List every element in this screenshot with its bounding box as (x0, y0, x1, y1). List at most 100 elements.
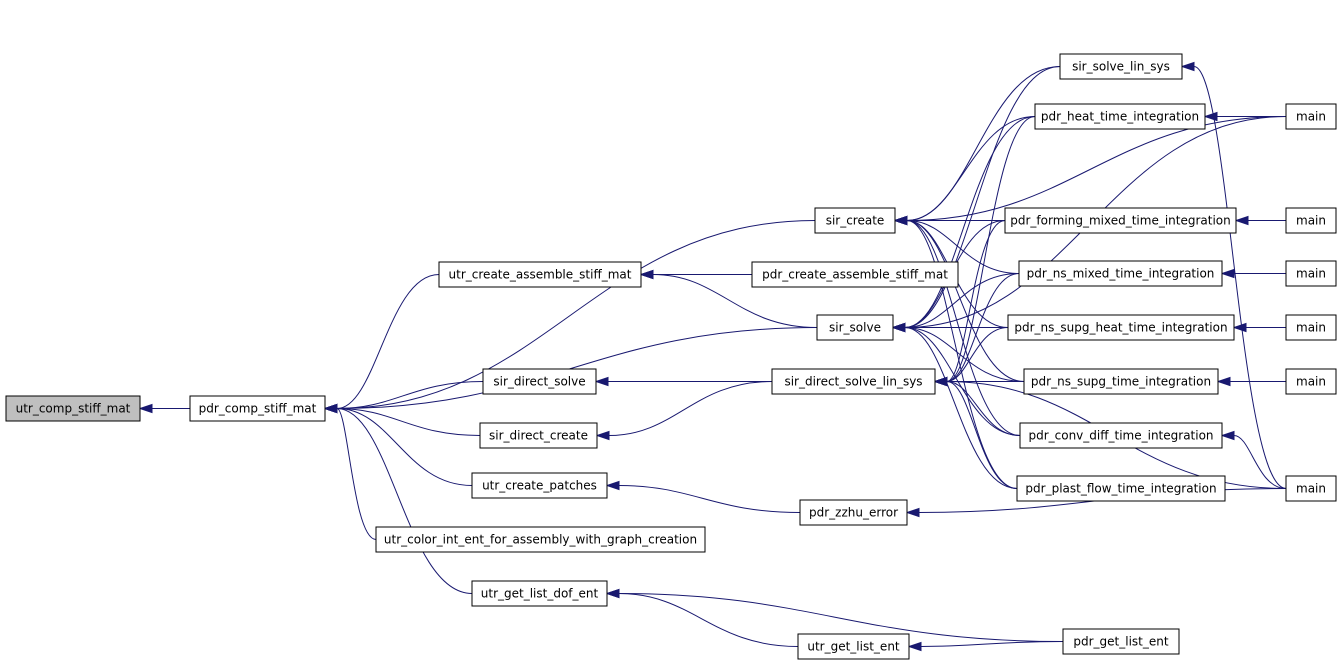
edge-utr_create_assemble_stiff_mat-to-pdr_comp_stiff_mat (323, 274, 440, 414)
edge-main_6-to-pdr_conv_diff_time_integration (1220, 430, 1287, 489)
edge-arrowhead (893, 215, 908, 226)
node-pdr_ns_mixed_time_integration[interactable]: pdr_ns_mixed_time_integration (1018, 260, 1223, 287)
node-label: pdr_zzhu_error (809, 506, 898, 520)
edge-sir_solve_lin_sys-to-sir_create (893, 66, 1061, 226)
node-main_3[interactable]: main (1285, 260, 1337, 287)
node-box (479, 422, 598, 449)
node-label: utr_get_list_dof_ent (481, 587, 599, 601)
node-label: main (1296, 110, 1326, 124)
edge-line (652, 274, 818, 328)
node-pdr_zzhu_error[interactable]: pdr_zzhu_error (799, 499, 908, 526)
node-box (799, 499, 908, 526)
node-sir_create[interactable]: sir_create (814, 207, 896, 234)
node-pdr_conv_diff_time_integration[interactable]: pdr_conv_diff_time_integration (1019, 422, 1223, 449)
node-utr_color_int_ent_for_assembly_with_graph_creation[interactable]: utr_color_int_ent_for_assembly_with_grap… (375, 526, 706, 553)
node-main_5[interactable]: main (1285, 368, 1337, 395)
node-main_1[interactable]: main (1285, 103, 1337, 130)
node-label: main (1296, 375, 1326, 389)
node-main_6[interactable]: main (1285, 475, 1337, 502)
edge-line (618, 485, 801, 513)
node-label: sir_direct_solve_lin_sys (784, 375, 922, 389)
edge-pdr_plast_flow_time_integration-to-sir_solve (891, 322, 1018, 489)
edge-line (946, 116, 1036, 382)
edges-layer (138, 61, 1287, 652)
node-utr_get_list_dof_ent[interactable]: utr_get_list_dof_ent (471, 580, 608, 607)
node-sir_direct_solve_lin_sys[interactable]: sir_direct_solve_lin_sys (771, 368, 936, 395)
edge-arrowhead (1232, 322, 1247, 333)
node-box (1285, 475, 1337, 502)
node-label: pdr_forming_mixed_time_integration (1010, 214, 1231, 228)
node-pdr_heat_time_integration[interactable]: pdr_heat_time_integration (1034, 103, 1206, 130)
node-sir_solve_lin_sys[interactable]: sir_solve_lin_sys (1059, 53, 1183, 80)
edge-line (336, 381, 484, 409)
node-pdr_comp_stiff_mat[interactable]: pdr_comp_stiff_mat (189, 395, 326, 422)
node-box (471, 472, 608, 499)
node-sir_solve[interactable]: sir_solve (816, 314, 894, 341)
node-box (1019, 422, 1223, 449)
node-pdr_ns_supg_heat_time_integration[interactable]: pdr_ns_supg_heat_time_integration (1007, 314, 1235, 341)
node-box (471, 580, 608, 607)
node-box (189, 395, 326, 422)
node-label: utr_comp_stiff_mat (16, 402, 131, 416)
edge-pdr_comp_stiff_mat-to-utr_comp_stiff_mat (138, 403, 190, 414)
node-box (1285, 368, 1337, 395)
edge-arrowhead (605, 480, 620, 491)
edge-line (336, 408, 473, 486)
node-label: sir_solve_lin_sys (1072, 60, 1170, 74)
edge-line (946, 381, 1018, 489)
node-utr_comp_stiff_mat[interactable]: utr_comp_stiff_mat (5, 395, 141, 422)
edge-sir_direct_solve_lin_sys-to-sir_direct_create (595, 381, 773, 441)
edge-arrowhead (1203, 111, 1218, 122)
node-box (1016, 475, 1226, 502)
node-box (1285, 103, 1337, 130)
edge-line (906, 66, 1061, 221)
edge-arrowhead (1216, 376, 1231, 387)
node-sir_direct_create[interactable]: sir_direct_create (479, 422, 598, 449)
node-main_2[interactable]: main (1285, 207, 1337, 234)
edge-pdr_get_list_ent-to-utr_get_list_ent (907, 641, 1064, 652)
node-box (1059, 53, 1183, 80)
edge-arrowhead (891, 322, 906, 333)
edge-arrowhead (639, 269, 654, 280)
edge-sir_direct_create-to-pdr_comp_stiff_mat (323, 403, 481, 436)
edge-line (946, 381, 1021, 436)
node-label: main (1296, 482, 1326, 496)
node-box (1285, 260, 1337, 287)
node-utr_create_assemble_stiff_mat[interactable]: utr_create_assemble_stiff_mat (438, 261, 642, 288)
edge-pdr_get_list_ent-to-utr_get_list_dof_ent (605, 588, 1064, 642)
edge-arrowhead (1220, 430, 1235, 441)
edge-pdr_zzhu_error-to-utr_create_patches (605, 480, 801, 513)
node-label: utr_get_list_ent (807, 640, 900, 654)
edge-arrowhead (905, 507, 920, 518)
node-utr_create_patches[interactable]: utr_create_patches (471, 472, 608, 499)
edge-line (904, 116, 1036, 328)
node-main_4[interactable]: main (1285, 314, 1337, 341)
edge-line (336, 408, 377, 540)
node-label: pdr_conv_diff_time_integration (1028, 429, 1213, 443)
edge-line (336, 220, 816, 409)
node-pdr_plast_flow_time_integration[interactable]: pdr_plast_flow_time_integration (1016, 475, 1226, 502)
node-label: pdr_ns_mixed_time_integration (1027, 267, 1215, 281)
node-label: sir_direct_solve (493, 375, 585, 389)
edge-main_4-to-pdr_ns_supg_heat_time_integration (1232, 322, 1286, 333)
edge-line (1193, 66, 1287, 489)
node-label: utr_create_patches (482, 479, 597, 493)
node-box (482, 368, 597, 395)
edge-main_1-to-pdr_heat_time_integration (1203, 111, 1286, 122)
node-utr_get_list_ent[interactable]: utr_get_list_ent (797, 633, 910, 660)
node-label: main (1296, 214, 1326, 228)
edge-line (336, 274, 440, 409)
node-box (1285, 207, 1337, 234)
node-pdr_get_list_ent[interactable]: pdr_get_list_ent (1062, 628, 1180, 655)
node-pdr_forming_mixed_time_integration[interactable]: pdr_forming_mixed_time_integration (1004, 207, 1237, 234)
node-pdr_ns_supg_time_integration[interactable]: pdr_ns_supg_time_integration (1023, 368, 1219, 395)
node-box (375, 526, 706, 553)
node-pdr_create_assemble_stiff_mat[interactable]: pdr_create_assemble_stiff_mat (751, 261, 959, 288)
edge-line (618, 593, 799, 647)
edge-sir_direct_solve_lin_sys-to-sir_direct_solve (594, 376, 772, 387)
node-label: pdr_ns_supg_time_integration (1031, 375, 1211, 389)
edge-line (904, 327, 1018, 489)
node-sir_direct_solve[interactable]: sir_direct_solve (482, 368, 597, 395)
node-label: pdr_comp_stiff_mat (199, 402, 317, 416)
node-label: pdr_get_list_ent (1073, 635, 1168, 649)
